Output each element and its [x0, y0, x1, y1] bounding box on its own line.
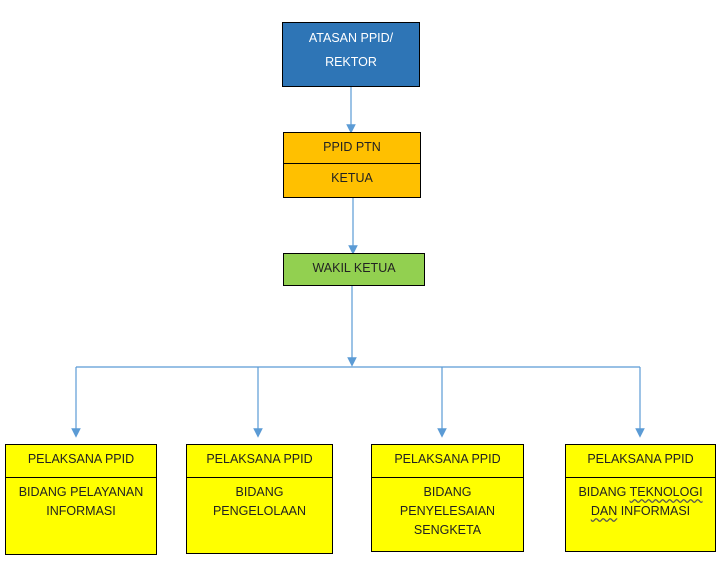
node-atasan-line2: REKTOR [325, 55, 377, 69]
exec-head: PELAKSANA PPID [206, 452, 313, 466]
node-ppid-line2: KETUA [331, 171, 373, 185]
exec-body-line: PENYELESAIAN [399, 504, 496, 518]
exec-body-word-spellcheck: DAN [590, 504, 618, 518]
exec-body: BIDANG PENYELESAIAN SENGKETA [376, 483, 519, 540]
exec-divider [372, 477, 523, 478]
exec-body-word: BIDANG [578, 485, 630, 499]
exec-divider [566, 477, 715, 478]
node-atasan-line1: ATASAN PPID/ [308, 31, 394, 45]
node-pelaksana-penyelesaian-sengketa: PELAKSANA PPID BIDANG PENYELESAIAN SENGK… [371, 444, 524, 552]
exec-divider [187, 477, 332, 478]
node-atasan-ppid-rektor: ATASAN PPID/ REKTOR [282, 22, 420, 87]
exec-body-line: BIDANG TEKNOLOGI [578, 485, 702, 499]
exec-body-line: DAN INFORMASI [591, 504, 690, 518]
exec-body-word-spellcheck: TEKNOLOGI [629, 485, 703, 499]
exec-body-line: BIDANG [423, 485, 472, 499]
exec-head: PELAKSANA PPID [394, 452, 501, 466]
node-pelaksana-teknologi-informasi: PELAKSANA PPID BIDANG TEKNOLOGI DAN INFO… [565, 444, 716, 552]
node-wakil-label: WAKIL KETUA [312, 261, 396, 275]
node-ppid-line1: PPID PTN [323, 140, 381, 154]
exec-body: BIDANG TEKNOLOGI DAN INFORMASI [570, 483, 711, 521]
exec-body-line: BIDANG [235, 485, 284, 499]
node-pelaksana-pelayanan-informasi: PELAKSANA PPID BIDANG PELAYANAN INFORMAS… [5, 444, 157, 555]
exec-body-line: BIDANG PELAYANAN [18, 485, 144, 499]
exec-body-word: INFORMASI [617, 504, 691, 518]
exec-body: BIDANG PENGELOLAAN [191, 483, 328, 521]
exec-body-line: INFORMASI [46, 504, 116, 518]
exec-divider [6, 477, 156, 478]
exec-head: PELAKSANA PPID [587, 452, 694, 466]
exec-body-line: SENGKETA [413, 523, 482, 537]
exec-head: PELAKSANA PPID [27, 452, 135, 466]
exec-body-line: PENGELOLAAN [212, 504, 307, 518]
node-ppid-ptn-ketua: PPID PTN KETUA [283, 132, 421, 198]
node-ppid-divider [284, 163, 420, 164]
node-pelaksana-pengelolaan: PELAKSANA PPID BIDANG PENGELOLAAN [186, 444, 333, 554]
node-wakil-ketua: WAKIL KETUA [283, 253, 425, 286]
exec-body: BIDANG PELAYANAN INFORMASI [10, 483, 152, 521]
